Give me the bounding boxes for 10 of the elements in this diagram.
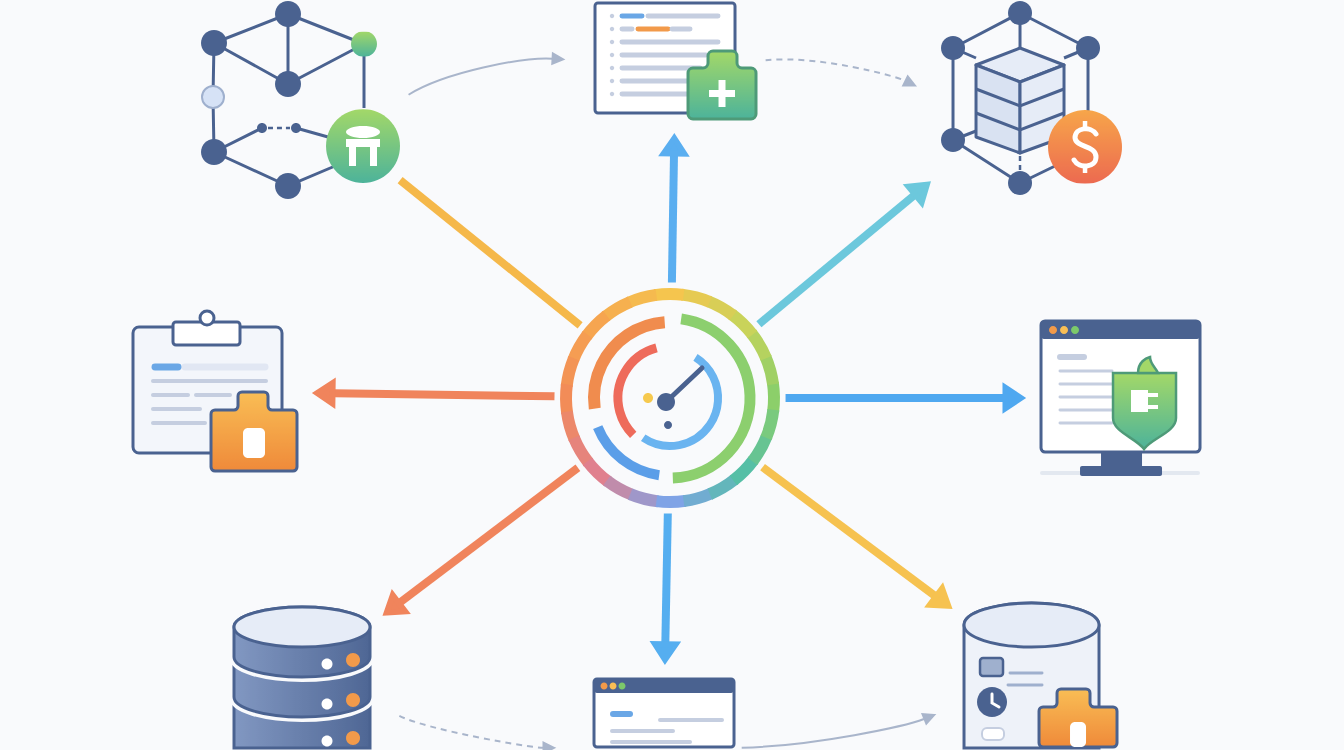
browser-window-icon bbox=[592, 677, 736, 749]
cube-network-icon bbox=[941, 1, 1122, 195]
connector-line bbox=[397, 177, 583, 329]
monitor-icon bbox=[1039, 319, 1202, 476]
storage-cylinder-icon bbox=[962, 601, 1119, 750]
network-graph-icon bbox=[201, 1, 400, 199]
clipboard-icon bbox=[131, 309, 299, 473]
gauge-icon bbox=[560, 288, 780, 508]
database-icon bbox=[229, 602, 375, 750]
document-window-icon bbox=[593, 1, 758, 121]
